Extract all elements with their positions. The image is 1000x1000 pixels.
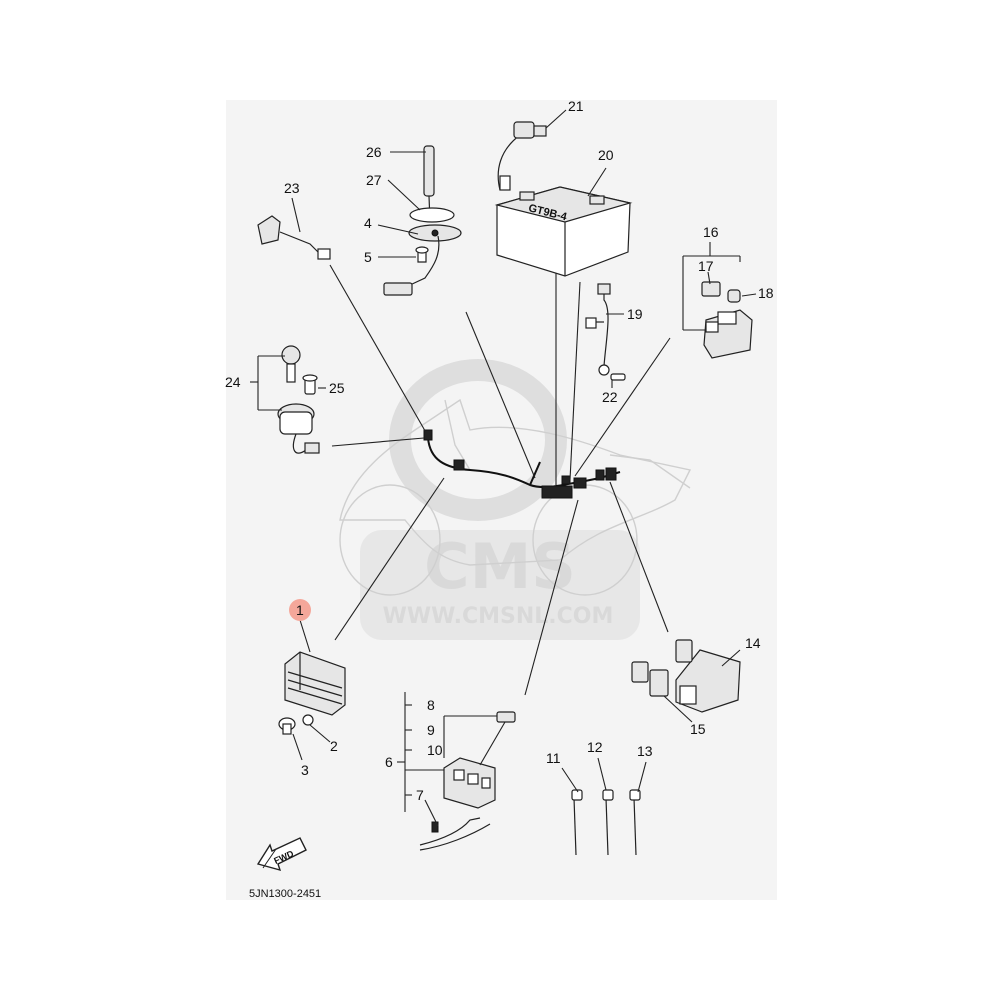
callout-4[interactable]: 4 [364, 215, 372, 231]
callout-9[interactable]: 9 [427, 722, 435, 738]
callout-6[interactable]: 6 [385, 754, 393, 770]
bracket-24 [250, 355, 285, 411]
bracket-6 [397, 692, 506, 827]
highlight-marker [289, 599, 311, 621]
callout-labels: 21 20 26 27 23 4 5 16 17 18 19 24 25 22 … [225, 98, 774, 803]
callout-5[interactable]: 5 [364, 249, 372, 265]
part-code: 5JN1300-2451 [249, 888, 321, 900]
callout-16[interactable]: 16 [703, 224, 719, 240]
part-7-lead[interactable] [419, 817, 491, 851]
callout-20[interactable]: 20 [598, 147, 614, 163]
part-27-o-ring[interactable] [409, 207, 455, 223]
watermark-url: WWW.CMSNL.COM [383, 604, 614, 629]
part-2-washer[interactable] [302, 714, 314, 726]
part-12-cable-tie[interactable] [597, 757, 614, 856]
part-21-sensor-lead[interactable] [497, 121, 547, 191]
callout-12[interactable]: 12 [587, 739, 603, 755]
callout-18[interactable]: 18 [758, 285, 774, 301]
callout-14[interactable]: 14 [745, 635, 761, 651]
callout-11[interactable]: 11 [546, 750, 561, 766]
part-15-relay[interactable] [631, 639, 693, 697]
callout-17[interactable]: 17 [698, 258, 714, 274]
callout-27[interactable]: 27 [366, 172, 382, 188]
part-20-battery[interactable]: GT9B-4 [494, 186, 633, 277]
callout-3[interactable]: 3 [301, 762, 309, 778]
watermark: CMS WWW.CMSNL.COM [360, 359, 640, 640]
callout-19[interactable]: 19 [627, 306, 643, 322]
fwd-arrow: FWD [256, 837, 307, 872]
callout-22[interactable]: 22 [602, 389, 618, 405]
callout-13[interactable]: 13 [637, 743, 653, 759]
part-16-starter-relay[interactable] [703, 309, 753, 359]
part-14-relay[interactable] [675, 649, 741, 713]
callout-26[interactable]: 26 [366, 144, 382, 160]
part-22-bolt[interactable] [610, 373, 626, 381]
leader-lines [329, 264, 671, 696]
part-11-cable-tie[interactable] [561, 767, 583, 856]
watermark-brand: CMS [424, 530, 576, 603]
bracket-16 [682, 242, 741, 331]
callout-23[interactable]: 23 [284, 180, 300, 196]
callout-1[interactable]: 1 [296, 602, 304, 618]
wire-harness [423, 429, 621, 499]
callout-24[interactable]: 24 [225, 374, 241, 390]
part-13-cable-tie[interactable] [629, 761, 647, 856]
callout-2[interactable]: 2 [330, 738, 338, 754]
part-17-fuse[interactable] [701, 281, 721, 297]
callout-21[interactable]: 21 [568, 98, 584, 114]
callout-8[interactable]: 8 [427, 697, 435, 713]
callout-7[interactable]: 7 [416, 787, 424, 803]
callout-10[interactable]: 10 [427, 742, 443, 758]
part-8-fuse[interactable] [496, 711, 516, 723]
part-18-cap[interactable] [727, 289, 741, 303]
part-19-lead[interactable] [585, 283, 611, 376]
callout-15[interactable]: 15 [690, 721, 706, 737]
part-3-bolt[interactable] [278, 717, 296, 735]
part-6-fuse-box[interactable] [443, 757, 496, 809]
part-5-screw[interactable] [415, 246, 429, 263]
part-24-main-switch[interactable] [277, 345, 320, 454]
callout-25[interactable]: 25 [329, 380, 345, 396]
part-4-bracket[interactable] [408, 224, 462, 242]
part-25-bolt[interactable] [302, 374, 318, 395]
part-23-switch[interactable] [257, 215, 331, 260]
part-1-rectifier[interactable] [284, 651, 346, 716]
